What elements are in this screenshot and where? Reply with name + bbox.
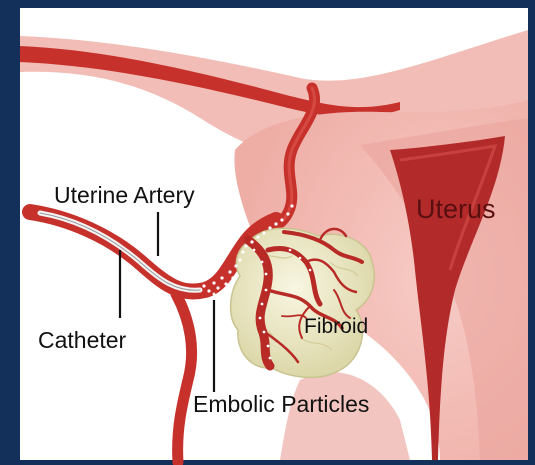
embolic-particles-label: Embolic Particles — [193, 391, 369, 417]
uterine-artery-label: Uterine Artery — [54, 182, 195, 208]
fibroid-label: Fibroid — [304, 315, 368, 338]
fibroid[interactable] — [231, 228, 375, 377]
catheter-label: Catheter — [38, 327, 127, 353]
uterus-label: Uterus — [416, 194, 496, 224]
